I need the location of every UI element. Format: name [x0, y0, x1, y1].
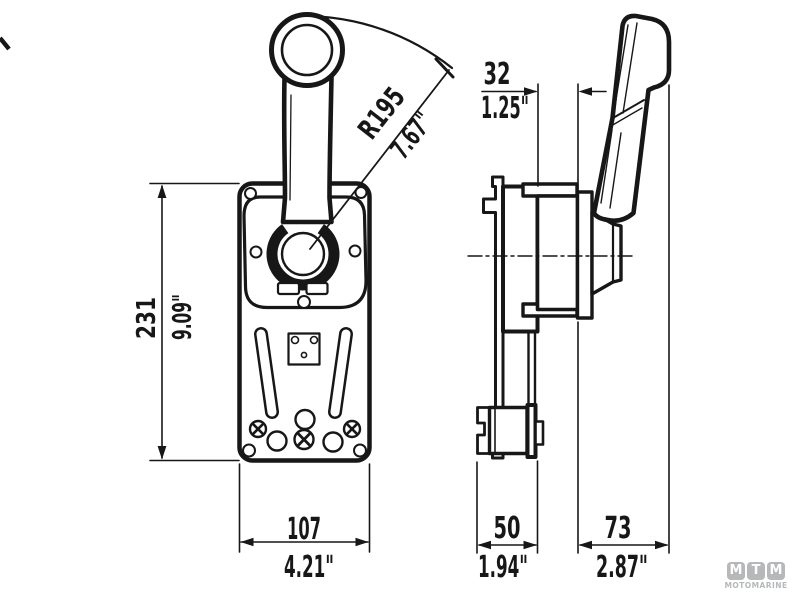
dim-width-in-label: 4.21" — [284, 550, 334, 585]
dim-offset-in-label: 1.25" — [481, 91, 529, 126]
arrow-left — [477, 540, 491, 550]
hub-drum — [535, 194, 580, 312]
arrow-left — [240, 537, 254, 547]
logo-tile: M — [767, 562, 785, 580]
hub-mount-flange — [575, 190, 594, 320]
phillips-screw — [248, 419, 268, 439]
arrow-left — [578, 87, 592, 96]
dim-height-mm-label: 231 — [132, 297, 162, 339]
mounting-plate-side — [482, 175, 505, 460]
collar-tab — [305, 281, 329, 296]
dim-rear-depth-mm-label: 50 — [494, 511, 521, 546]
dim-radius: R195 7.67" — [351, 81, 440, 165]
arrow-right — [355, 537, 369, 547]
lever-knob-inner — [280, 23, 334, 77]
arrow-right — [655, 540, 669, 550]
side-view: 32 1.25" 50 1.94" 73 2.87" — [467, 13, 672, 585]
logo-tile: M — [727, 562, 745, 580]
arrow-right — [524, 87, 538, 96]
dim-front-depth-mm-label: 73 — [605, 511, 632, 546]
arrow-down — [157, 446, 167, 460]
logo-wordmark: MOTOMARINE — [724, 581, 788, 590]
radius-leader-line — [309, 69, 450, 250]
dim-height-in-label: 9.09" — [168, 294, 198, 340]
dim-front-depth: 73 2.87" — [577, 84, 670, 585]
hub-collar — [266, 224, 340, 291]
bezel-bottom-hole — [297, 295, 311, 309]
lever-side-detail-lines — [600, 22, 645, 209]
mounting-slot-right — [328, 327, 353, 419]
dim-width-mm-label: 107 — [287, 512, 321, 547]
phillips-screw — [342, 419, 362, 439]
corner-hole — [242, 443, 256, 458]
dim-offset: 32 1.25" — [481, 57, 607, 193]
lever-side — [591, 13, 672, 223]
bezel-screw-hole — [244, 187, 257, 200]
cable-bracket — [476, 403, 545, 459]
dim-width: 107 4.21" — [238, 463, 371, 585]
hub-cone — [590, 210, 623, 296]
bottom-screws — [248, 408, 362, 453]
phillips-screw — [293, 428, 315, 451]
brand-logo: M T M MOTOMARINE — [723, 562, 789, 590]
bezel-side-hole — [348, 244, 362, 258]
dim-rear-depth-in-label: 1.94" — [478, 550, 528, 585]
lever-arm-detail-line — [289, 94, 292, 201]
arrow-up — [157, 184, 167, 198]
dim-height: 231 9.09" — [132, 182, 240, 462]
dim-offset-mm-label: 32 — [484, 57, 511, 92]
dim-rear-depth: 50 1.94" — [476, 460, 539, 585]
scan-artifact — [0, 36, 11, 51]
arrow-left — [578, 540, 592, 550]
logo-tile: T — [747, 562, 765, 580]
mounting-slot-left — [254, 327, 279, 419]
bezel-screw-hole — [354, 186, 368, 199]
arc-end-tick — [434, 57, 455, 79]
arrow-right — [523, 540, 537, 550]
collar-tab — [276, 281, 301, 296]
corner-hole — [353, 443, 367, 458]
dim-front-depth-in-label: 2.87" — [596, 550, 648, 585]
front-view: 231 9.09" 107 4.21" R195 7.67" — [132, 12, 455, 585]
center-access-plate — [287, 332, 321, 366]
logo-tiles: M T M — [723, 562, 789, 580]
bezel-side-hole — [249, 245, 263, 259]
